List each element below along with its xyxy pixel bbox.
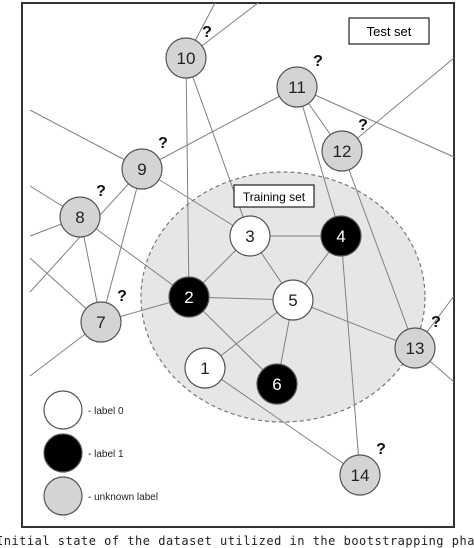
node-12-circle <box>321 130 363 172</box>
node-9-unknown-marker: ? <box>158 135 168 152</box>
legend-swatch-label_0 <box>43 390 83 430</box>
node-6-label: 6 <box>272 375 281 394</box>
node-13-unknown-marker: ? <box>431 314 441 331</box>
node-14-circle <box>339 454 381 496</box>
node-8-circle <box>59 196 101 238</box>
node-5-circle <box>272 279 314 321</box>
node-10: 10? <box>165 24 212 79</box>
node-2-circle <box>168 276 210 318</box>
legend-swatch-unknown <box>43 476 83 516</box>
node-11-label: 11 <box>288 78 306 97</box>
node-13-circle <box>394 327 436 369</box>
node-4-label: 4 <box>336 227 345 246</box>
training-set-label: Training set <box>243 190 306 204</box>
edge-11-outer-6 <box>296 86 455 158</box>
edge-1-14 <box>204 367 361 476</box>
node-8: 8? <box>59 183 106 238</box>
node-14-label: 14 <box>351 466 370 485</box>
node-3: 3 <box>229 215 271 257</box>
edge-9-outer-4 <box>29 109 143 170</box>
node-4-circle <box>320 215 362 257</box>
node-9-circle <box>121 148 163 190</box>
legend-label-label_0: - label 0 <box>88 406 124 417</box>
node-6-circle <box>256 363 298 405</box>
edge-3-9 <box>141 168 251 237</box>
node-3-label: 3 <box>245 227 254 246</box>
edge-2-8 <box>79 216 190 298</box>
node-1-label: 1 <box>200 359 209 378</box>
figure-caption: Initial state of the dataset utilized in… <box>0 534 474 548</box>
training-set-box: Training set <box>233 184 315 208</box>
node-11-circle <box>276 66 318 108</box>
edge-9-11 <box>141 86 298 170</box>
node-4: 4 <box>320 215 362 257</box>
node-11: 11? <box>276 53 323 108</box>
legend: - label 0 - label 1 - unknown label <box>43 390 158 516</box>
edge-5-13 <box>292 299 416 349</box>
legend-swatch-label_1 <box>43 433 83 473</box>
node-7: 7? <box>80 288 127 343</box>
edge-2-10 <box>185 57 190 298</box>
node-1: 1 <box>184 347 226 389</box>
node-12-unknown-marker: ? <box>358 117 368 134</box>
node-8-unknown-marker: ? <box>96 183 106 200</box>
legend-label-unknown: - unknown label <box>88 492 158 503</box>
node-8-label: 8 <box>75 208 84 227</box>
node-10-circle <box>165 37 207 79</box>
node-10-unknown-marker: ? <box>202 24 212 41</box>
node-5-label: 5 <box>288 291 297 310</box>
edge-4-14 <box>340 235 361 476</box>
node-9: 9? <box>121 135 168 190</box>
node-7-label: 7 <box>96 313 105 332</box>
node-14: 14? <box>339 441 386 496</box>
node-12: 12? <box>321 117 368 172</box>
node-14-unknown-marker: ? <box>376 441 386 458</box>
legend-item-label_0: - label 0 <box>43 390 124 430</box>
node-3-circle <box>229 215 271 257</box>
node-2-label: 2 <box>184 288 193 307</box>
test-set-label: Test set <box>367 24 412 39</box>
legend-label-label_1: - label 1 <box>88 449 124 460</box>
node-13: 13? <box>394 314 441 369</box>
node-10-label: 10 <box>177 49 196 68</box>
node-11-unknown-marker: ? <box>313 53 323 70</box>
edge-12-13 <box>341 150 416 349</box>
edge-4-11 <box>296 86 342 237</box>
node-7-unknown-marker: ? <box>117 288 127 305</box>
node-1-circle <box>184 347 226 389</box>
node-12-label: 12 <box>333 142 352 161</box>
edge-7-9 <box>100 168 143 323</box>
legend-item-label_1: - label 1 <box>43 433 124 473</box>
edge-2-6 <box>188 296 278 385</box>
node-7-circle <box>80 301 122 343</box>
test-set-box: Test set <box>348 17 430 45</box>
legend-item-unknown: - unknown label <box>43 476 158 516</box>
edge-12-outer-5 <box>341 57 455 152</box>
node-2: 2 <box>168 276 210 318</box>
node-13-label: 13 <box>406 339 425 358</box>
node-9-label: 9 <box>137 160 146 179</box>
node-6: 6 <box>256 363 298 405</box>
node-5: 5 <box>272 279 314 321</box>
